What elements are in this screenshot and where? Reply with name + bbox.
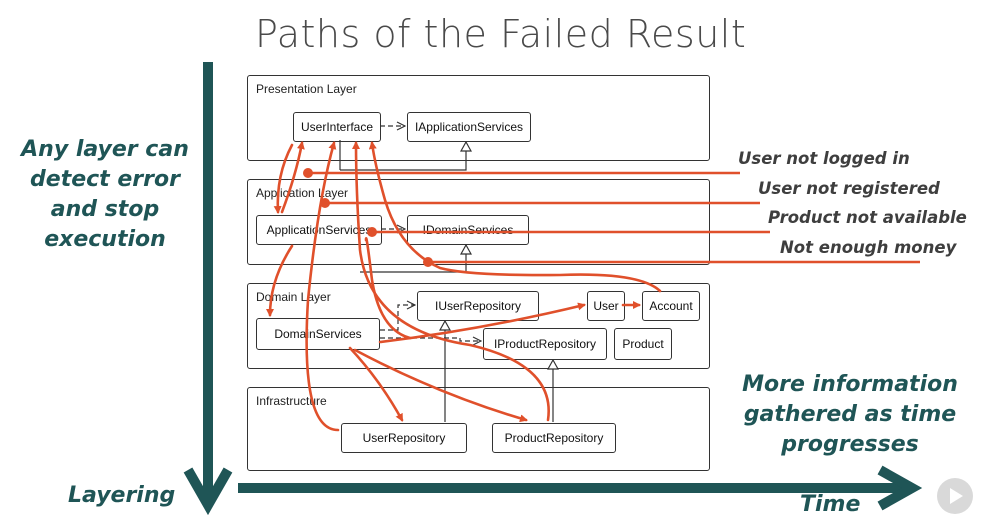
right-note: More information gathered as time progre… — [742, 372, 958, 457]
layering-axis — [183, 62, 233, 516]
page-title: Paths of the Failed Result — [255, 12, 747, 56]
play-triangle-icon — [950, 488, 963, 504]
error-label-not-enough-money: Not enough money — [780, 238, 957, 257]
error-label-not-registered: User not registered — [758, 179, 940, 198]
i-user-repository-box: IUserRepository — [417, 291, 539, 321]
product-box: Product — [614, 328, 672, 360]
domain-layer-label: Domain Layer — [256, 290, 331, 304]
i-domain-services-box: IDomainServices — [407, 215, 529, 245]
infrastructure-layer-label: Infrastructure — [256, 394, 327, 408]
i-application-services-box: IApplicationServices — [407, 112, 531, 142]
play-icon[interactable] — [937, 478, 973, 514]
error-connector-lines — [308, 171, 920, 264]
error-junction-dots — [303, 168, 433, 267]
layering-label: Layering — [68, 483, 176, 508]
application-services-box: ApplicationServices — [256, 215, 382, 245]
user-repository-box: UserRepository — [341, 423, 467, 453]
user-interface-box: UserInterface — [293, 112, 381, 142]
domain-services-box: DomainServices — [256, 318, 380, 350]
left-note: Any layer can detect error and stop exec… — [21, 137, 189, 252]
failure-paths — [266, 141, 662, 432]
infrastructure-layer: Infrastructure — [247, 387, 710, 471]
time-axis — [238, 465, 923, 511]
time-label: Time — [800, 492, 861, 517]
error-label-not-logged-in: User not logged in — [738, 149, 910, 168]
product-repository-box: ProductRepository — [492, 423, 616, 453]
error-label-product-not-available: Product not available — [768, 208, 967, 227]
account-box: Account — [642, 291, 700, 321]
presentation-layer-label: Presentation Layer — [256, 82, 357, 96]
